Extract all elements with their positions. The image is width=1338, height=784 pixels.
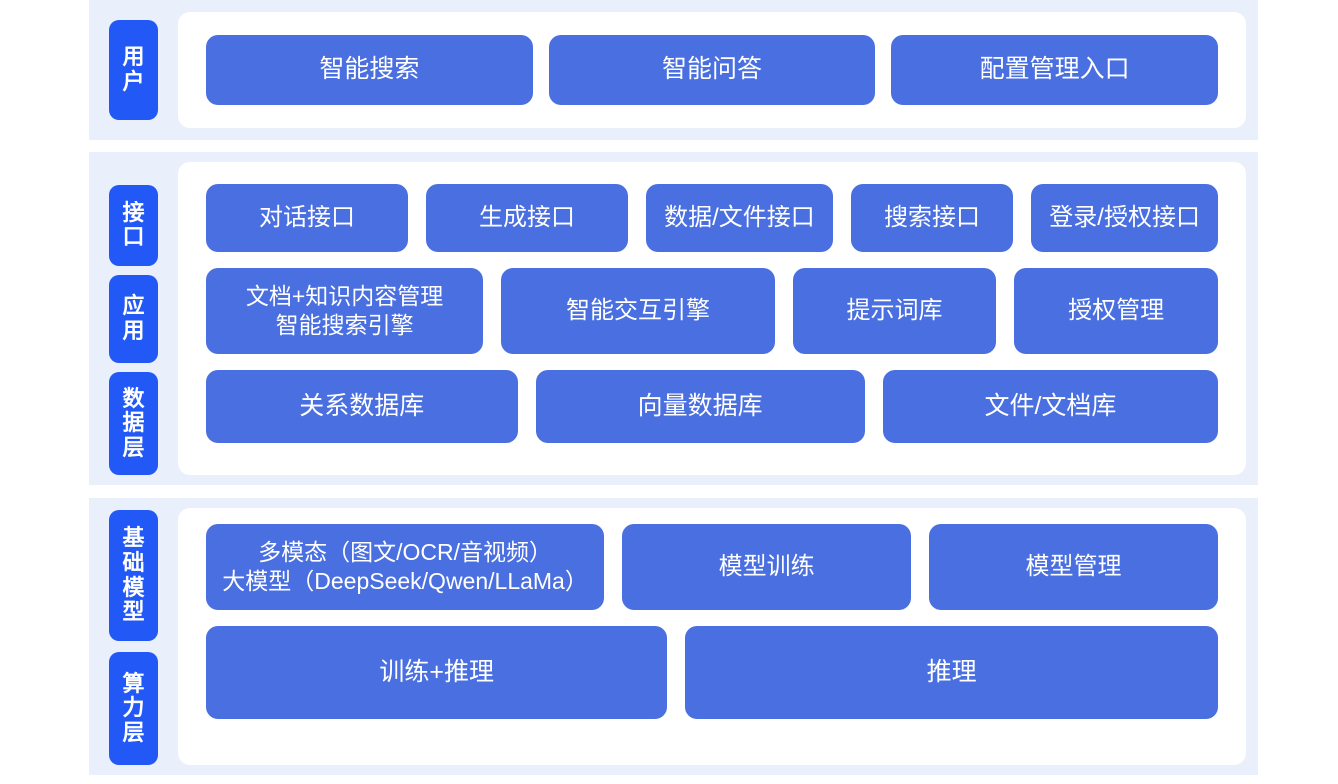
node-search-api[interactable]: 搜索接口 <box>850 184 1014 252</box>
section-middle: 接口 应用 数据层 对话接口 生成接口 数据/文件接口 搜索接口 登录/授权接口… <box>89 152 1258 485</box>
row-foundation-model: 多模态（图文/OCR/音视频） 大模型（DeepSeek/Qwen/LLaMa）… <box>178 524 1246 610</box>
tier-label-foundation-model: 基础模型 <box>109 510 158 642</box>
node-multimodal-large-model[interactable]: 多模态（图文/OCR/音视频） 大模型（DeepSeek/Qwen/LLaMa） <box>206 524 605 610</box>
tier-label-compute-layer: 算力层 <box>109 652 158 765</box>
row-interface: 对话接口 生成接口 数据/文件接口 搜索接口 登录/授权接口 <box>178 184 1246 252</box>
node-model-training[interactable]: 模型训练 <box>622 524 912 610</box>
tier-label-application-text: 应用 <box>122 293 145 343</box>
node-model-management[interactable]: 模型管理 <box>929 524 1218 610</box>
node-vector-database[interactable]: 向量数据库 <box>535 370 865 443</box>
node-training-inference[interactable]: 训练+推理 <box>206 626 668 719</box>
node-login-auth-api[interactable]: 登录/授权接口 <box>1031 184 1219 252</box>
panel-base: 多模态（图文/OCR/音视频） 大模型（DeepSeek/Qwen/LLaMa）… <box>178 508 1246 765</box>
tier-label-data-layer: 数据层 <box>109 371 158 475</box>
row-compute-layer: 训练+推理 推理 <box>178 626 1246 719</box>
node-inference[interactable]: 推理 <box>685 626 1218 719</box>
section-base: 基础模型 算力层 多模态（图文/OCR/音视频） 大模型（DeepSeek/Qw… <box>89 498 1258 775</box>
node-smart-qa[interactable]: 智能问答 <box>548 35 876 105</box>
node-smart-interaction-engine[interactable]: 智能交互引擎 <box>501 268 775 354</box>
tier-label-column-user: 用户 <box>89 0 178 140</box>
tier-label-compute-layer-text: 算力层 <box>122 670 145 745</box>
node-generation-api[interactable]: 生成接口 <box>426 184 629 252</box>
node-relational-database[interactable]: 关系数据库 <box>206 370 518 443</box>
tier-label-column-middle: 接口 应用 数据层 <box>89 152 178 485</box>
panel-user: 智能搜索 智能问答 配置管理入口 <box>178 12 1246 128</box>
row-user: 智能搜索 智能问答 配置管理入口 <box>178 35 1246 105</box>
tier-label-column-base: 基础模型 算力层 <box>89 498 178 775</box>
tier-label-interface: 接口 <box>109 185 158 266</box>
tier-label-interface-text: 接口 <box>122 199 145 250</box>
node-config-management-entry[interactable]: 配置管理入口 <box>891 35 1219 105</box>
tier-label-user: 用户 <box>109 20 158 120</box>
row-data-layer: 关系数据库 向量数据库 文件/文档库 <box>178 370 1246 443</box>
node-data-file-api[interactable]: 数据/文件接口 <box>646 184 833 252</box>
node-smart-search[interactable]: 智能搜索 <box>206 35 533 105</box>
tier-label-application: 应用 <box>109 274 158 363</box>
tier-label-foundation-model-text: 基础模型 <box>122 525 145 625</box>
section-user: 用户 智能搜索 智能问答 配置管理入口 <box>89 0 1258 140</box>
node-authorization-management[interactable]: 授权管理 <box>1014 268 1218 354</box>
row-application: 文档+知识内容管理 智能搜索引擎 智能交互引擎 提示词库 授权管理 <box>178 268 1246 354</box>
node-doc-knowledge-management[interactable]: 文档+知识内容管理 智能搜索引擎 <box>206 268 484 354</box>
node-prompt-library[interactable]: 提示词库 <box>792 268 997 354</box>
node-file-document-store[interactable]: 文件/文档库 <box>882 370 1219 443</box>
node-dialog-api[interactable]: 对话接口 <box>206 184 409 252</box>
tier-label-data-layer-text: 数据层 <box>122 385 145 460</box>
panel-middle: 对话接口 生成接口 数据/文件接口 搜索接口 登录/授权接口 文档+知识内容管理… <box>178 162 1246 475</box>
tier-label-user-text: 用户 <box>122 44 145 94</box>
